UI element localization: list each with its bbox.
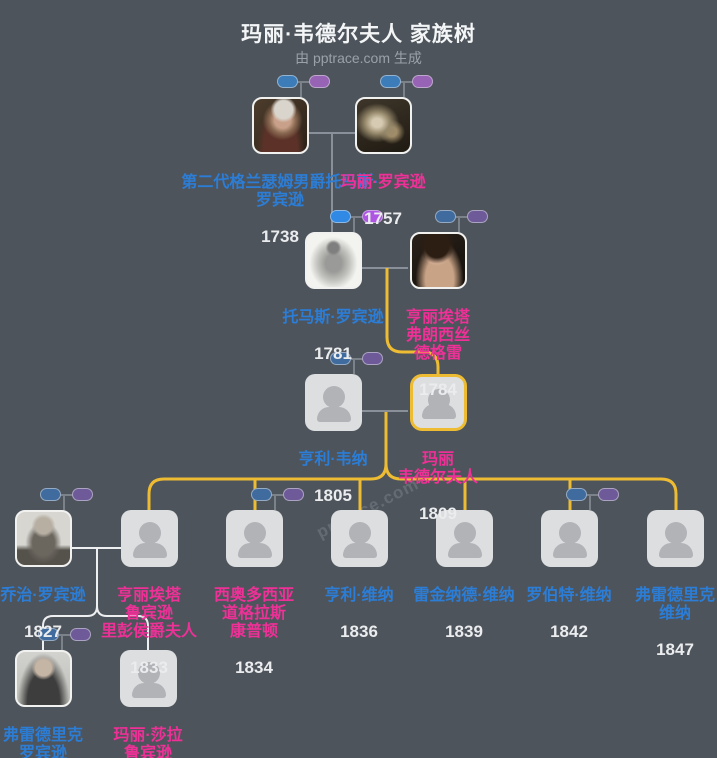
father-pill[interactable]	[566, 488, 587, 501]
father-pill[interactable]	[380, 75, 401, 88]
person-silhouette-icon	[436, 510, 493, 567]
page-title: 玛丽·韦德尔夫人 家族树	[241, 23, 476, 46]
parent-pills-theodosia	[251, 488, 304, 510]
person-silhouette-icon	[120, 650, 177, 707]
father-pill[interactable]	[330, 210, 351, 223]
parent-pills-george-robinson	[40, 488, 93, 510]
mother-pill[interactable]	[362, 352, 383, 365]
person-node-henrietta-ripon[interactable]	[121, 510, 178, 567]
parent-pills-mary-robinson	[380, 75, 433, 97]
father-pill[interactable]	[40, 488, 61, 501]
person-node-reginald-vyner[interactable]	[436, 510, 493, 567]
person-silhouette-icon	[331, 510, 388, 567]
mother-pill[interactable]	[72, 488, 93, 501]
mother-pill[interactable]	[309, 75, 330, 88]
father-pill[interactable]	[277, 75, 298, 88]
person-silhouette-icon	[226, 510, 283, 567]
mother-pill[interactable]	[362, 210, 383, 223]
parent-pills-thomas-robinson	[330, 210, 383, 232]
parent-pills-robert-vyner	[566, 488, 619, 510]
parent-pills-henrietta-de-grey	[435, 210, 488, 232]
person-node-henrietta-de-grey[interactable]	[410, 232, 467, 289]
person-node-lady-mary-root[interactable]	[410, 374, 467, 431]
mother-pill[interactable]	[598, 488, 619, 501]
person-node-robert-vyner[interactable]	[541, 510, 598, 567]
person-silhouette-icon	[305, 374, 362, 431]
person-node-henry-vyner[interactable]	[305, 374, 362, 431]
parent-pills-frederick-robinson	[38, 628, 91, 650]
mother-pill[interactable]	[70, 628, 91, 641]
person-node-frederick-vyner[interactable]	[647, 510, 704, 567]
person-node-george-robinson[interactable]	[15, 510, 72, 567]
mother-pill[interactable]	[467, 210, 488, 223]
parent-pills-grantham	[277, 75, 330, 97]
person-silhouette-icon	[647, 510, 704, 567]
mother-pill[interactable]	[412, 75, 433, 88]
father-pill[interactable]	[435, 210, 456, 223]
page-subtitle: 由 pptrace.com 生成	[295, 50, 422, 66]
father-pill[interactable]	[330, 352, 351, 365]
person-node-theodosia[interactable]	[226, 510, 283, 567]
person-node-henry-vyner-jr[interactable]	[331, 510, 388, 567]
person-node-mary-robinson[interactable]	[355, 97, 412, 154]
person-node-mary-sarah[interactable]	[120, 650, 177, 707]
person-node-thomas-robinson[interactable]	[305, 232, 362, 289]
person-node-grantham[interactable]	[252, 97, 309, 154]
father-pill[interactable]	[251, 488, 272, 501]
person-silhouette-icon	[541, 510, 598, 567]
father-pill[interactable]	[38, 628, 59, 641]
parent-pills-henry-vyner	[330, 352, 383, 374]
person-node-frederick-robinson[interactable]	[15, 650, 72, 707]
person-silhouette-icon	[413, 377, 464, 428]
person-silhouette-icon	[121, 510, 178, 567]
mother-pill[interactable]	[283, 488, 304, 501]
